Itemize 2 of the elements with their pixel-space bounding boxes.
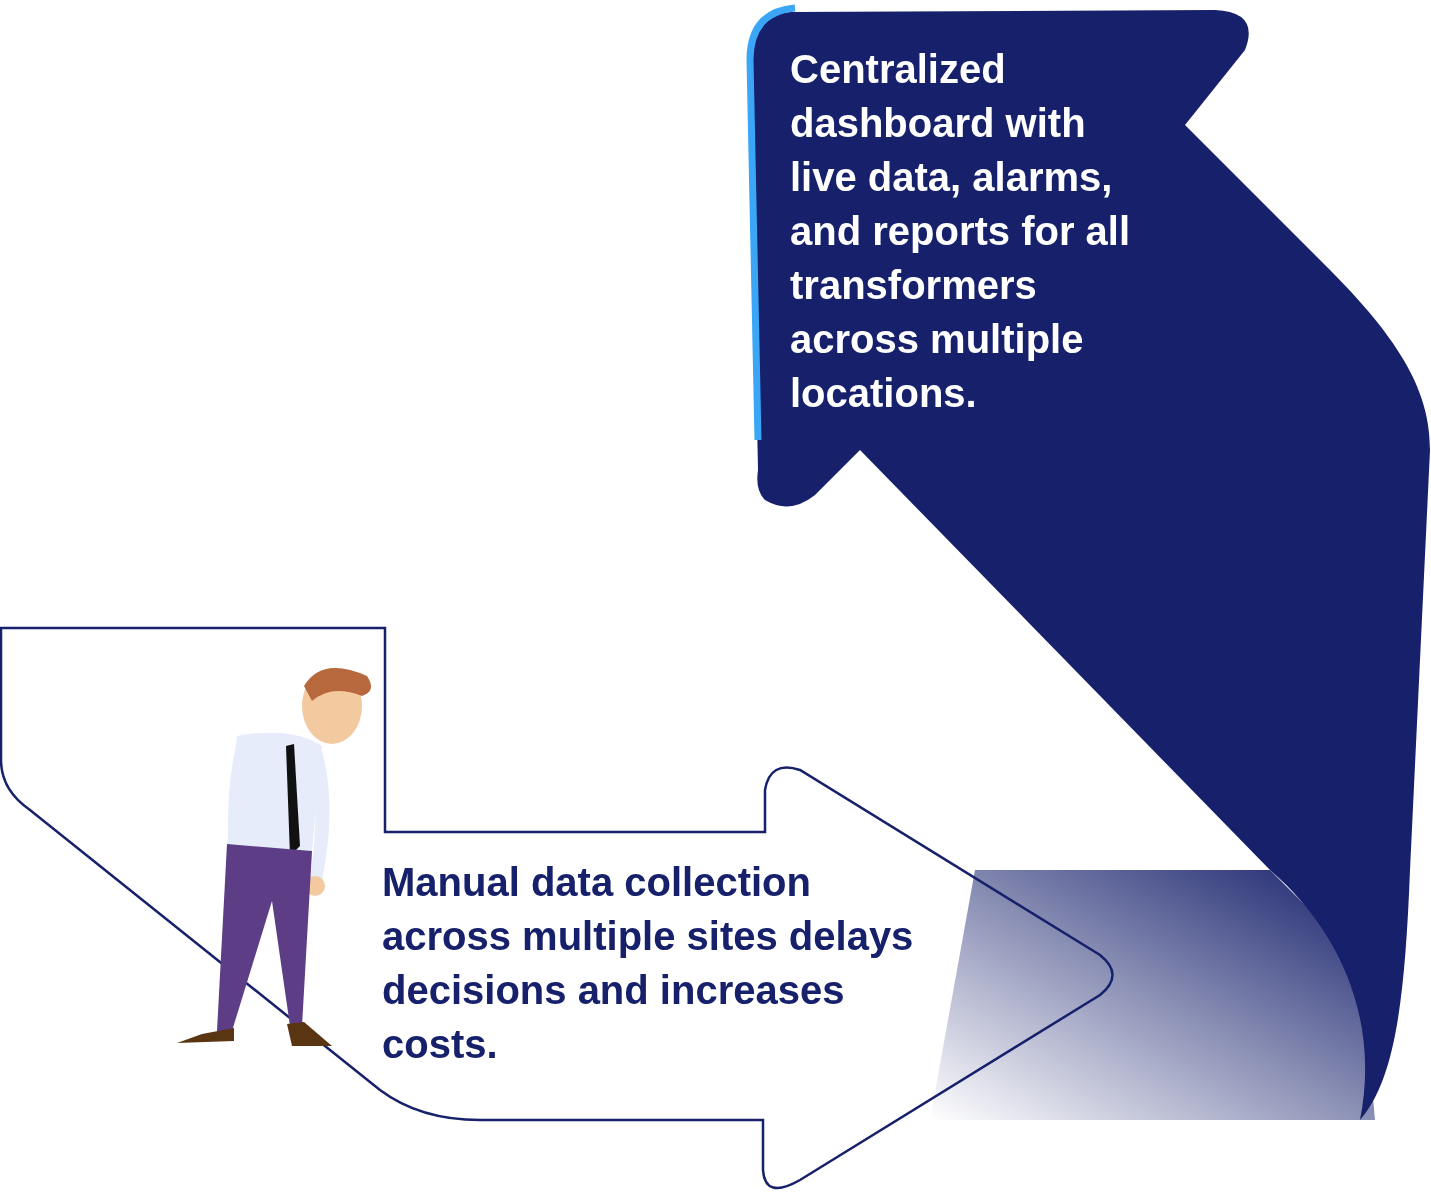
description-text: Centralized dashboard with live data, alarms, and reports for all transformers across multiple locations. (790, 46, 1132, 417)
description-text: Manual data collection across multiple sites delays decisions and increases costs. (382, 859, 915, 1068)
